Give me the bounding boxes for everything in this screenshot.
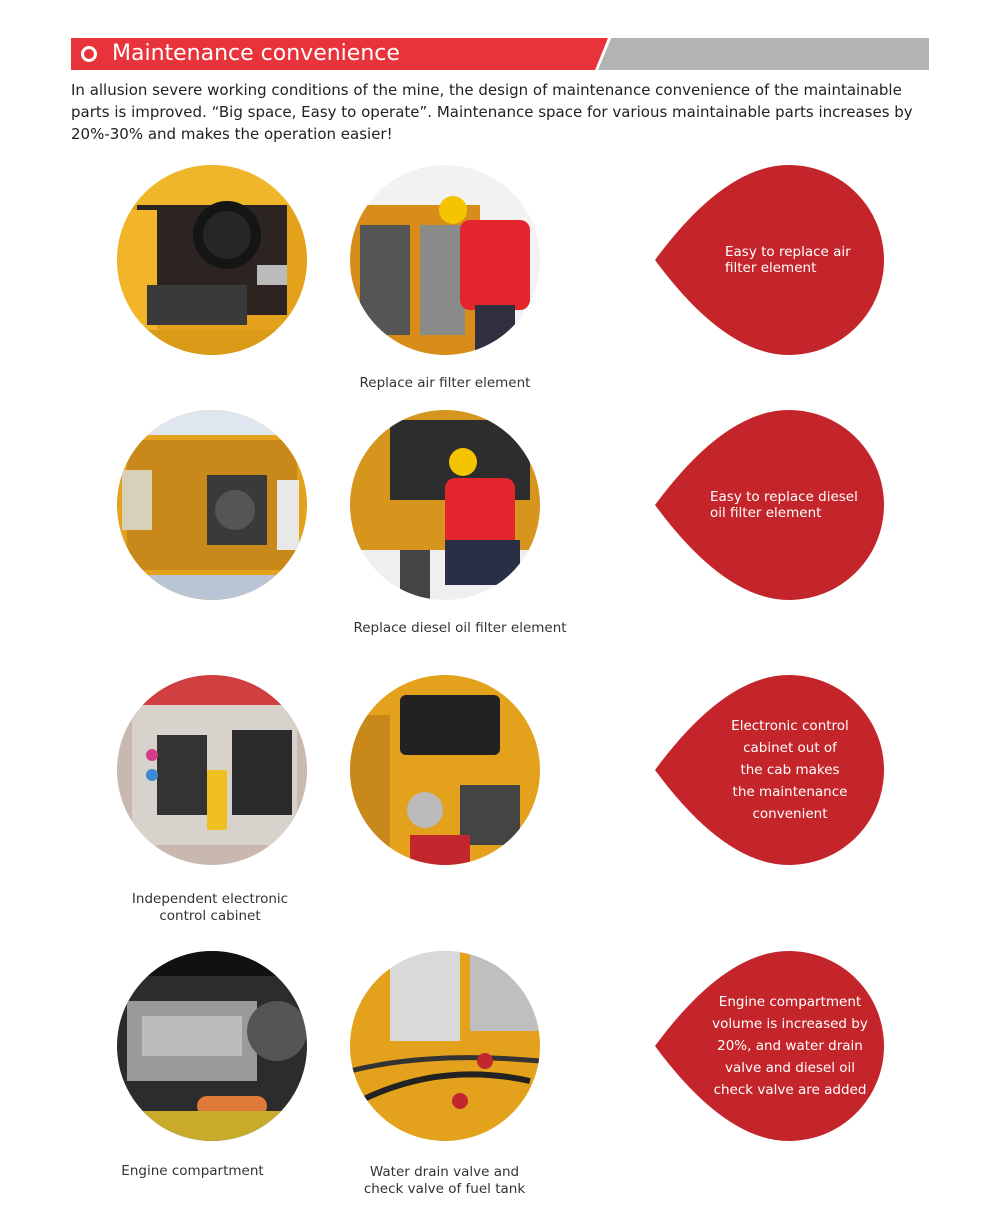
header-gray-band [598,38,929,70]
callout-text: Easy to replace diesel oil filter elemen… [710,489,858,521]
circle-bullet-icon [81,46,97,62]
caption-engine-compartment: Engine compartment [121,1163,264,1179]
callout-text: Easy to replace air filter element [725,244,851,276]
photo-worker-diesel-filter [350,410,540,600]
callout-text: Electronic control cabinet out of the ca… [731,718,849,822]
photo-diesel-filter-compartment [117,410,307,600]
caption-electronic-cabinet: Independent electronic control cabinet [131,891,289,924]
callout-diesel-filter: Easy to replace diesel oil filter elemen… [655,410,884,600]
photo-engine-compartment [117,951,307,1141]
header-red-band [71,38,608,70]
callout-electronic-cabinet: Electronic control cabinet out of the ca… [655,675,884,865]
callout-engine-compartment: Engine compartment volume is increased b… [655,951,884,1141]
section-header: Maintenance convenience [71,38,929,70]
photo-cabinet-interior [350,675,540,865]
section-title: Maintenance convenience [112,41,400,66]
caption-water-drain-valve: Water drain valve and check valve of fue… [363,1164,526,1197]
intro-paragraph: In allusion severe working conditions of… [71,81,913,143]
photo-worker-air-filter [350,165,540,355]
photo-air-filter-compartment [117,165,307,355]
caption-replace-air-filter: Replace air filter element [359,375,531,391]
photo-water-drain-valve [350,951,540,1141]
photo-electronic-cabinet [117,675,307,865]
caption-replace-diesel-filter: Replace diesel oil filter element [353,620,567,636]
callout-air-filter: Easy to replace air filter element [655,165,884,355]
callout-text: Engine compartment volume is increased b… [712,994,868,1098]
